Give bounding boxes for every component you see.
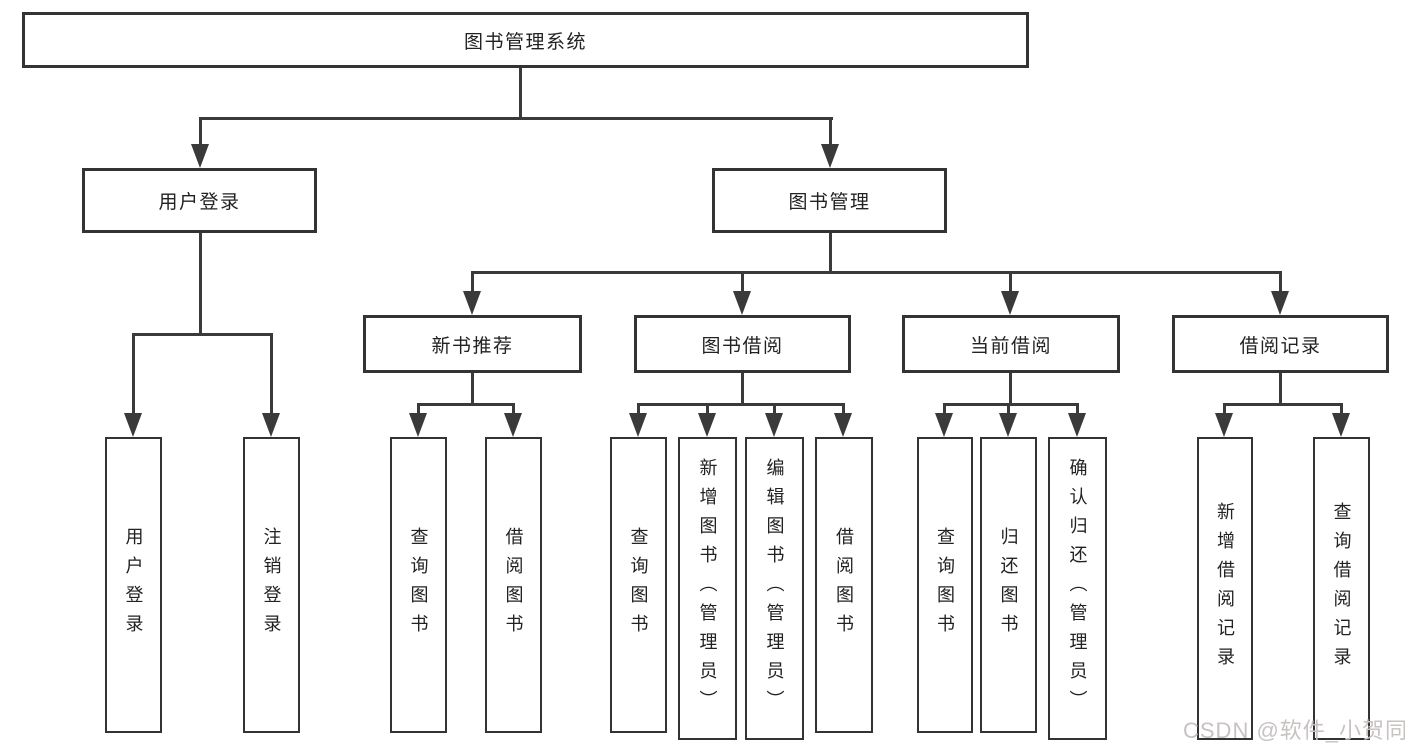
connector-drop: [417, 403, 420, 416]
leaf-label: 归还图书: [998, 527, 1019, 643]
leaf-label: 新增借阅记录: [1215, 501, 1235, 676]
leaf-borrowing-borrow-books: 借阅图书: [815, 437, 873, 733]
csdn-watermark: CSDN @软件_小贺同学: [1183, 718, 1405, 743]
connector-drop: [1007, 403, 1010, 416]
node-label: 新书推荐: [431, 335, 514, 357]
connector-drop: [1076, 403, 1079, 416]
connector-drop: [842, 403, 845, 416]
connector-drop: [512, 403, 515, 416]
leaf-logout-login: 注销登录: [243, 437, 300, 733]
leaf-borrowing-edit-books-admin: 编辑图书（管理员）: [745, 437, 804, 740]
leaf-records-query-borrow-record: 查询借阅记录: [1313, 437, 1370, 740]
node-root-library-system: 图书管理系统: [22, 12, 1029, 68]
arrowhead-down: [1332, 413, 1350, 437]
node-label: 借阅记录: [1239, 335, 1322, 357]
connector-drop: [706, 403, 709, 416]
arrowhead-down: [1068, 413, 1086, 437]
arrowhead-down: [935, 413, 953, 437]
connector-drop: [132, 333, 135, 416]
connector-drop: [943, 403, 946, 416]
connector-drop: [199, 117, 202, 147]
leaf-label: 查询图书: [408, 527, 429, 643]
connector-drop: [1279, 271, 1282, 294]
connector-newbook-stem: [471, 373, 474, 405]
arrowhead-down: [463, 291, 481, 315]
leaf-label: 用户登录: [123, 527, 144, 643]
connector-drop: [1340, 403, 1343, 416]
connector-borrowing-stem: [741, 373, 744, 405]
node-user-login: 用户登录: [82, 168, 317, 233]
connector-drop: [773, 403, 776, 416]
leaf-borrowing-add-books-admin: 新增图书（管理员）: [678, 437, 737, 740]
node-label: 图书管理: [788, 192, 871, 213]
leaf-label: 注销登录: [261, 527, 282, 643]
arrowhead-down: [124, 413, 142, 437]
arrowhead-down: [1271, 291, 1289, 315]
connector-drop: [741, 271, 744, 294]
connector-drop: [270, 333, 273, 416]
connector-records-stem: [1279, 373, 1282, 405]
arrowhead-down: [765, 413, 783, 437]
node-book-borrowing: 图书借阅: [634, 315, 851, 373]
leaf-borrowing-query-books: 查询图书: [610, 437, 667, 733]
arrowhead-down: [191, 144, 209, 168]
leaf-label: 新增图书（管理员）: [697, 458, 718, 719]
node-borrow-records: 借阅记录: [1172, 315, 1389, 373]
leaf-current-query-books: 查询图书: [917, 437, 973, 733]
arrowhead-down: [698, 413, 716, 437]
leaf-records-add-borrow-record: 新增借阅记录: [1197, 437, 1253, 740]
leaf-label: 查询借阅记录: [1331, 501, 1352, 676]
leaf-label: 借阅图书: [834, 527, 854, 643]
node-current-borrowing: 当前借阅: [902, 315, 1120, 373]
leaf-newbook-borrow-books: 借阅图书: [485, 437, 542, 733]
arrowhead-down: [1001, 291, 1019, 315]
connector-drop: [637, 403, 640, 416]
connector-level3-rail: [471, 271, 1282, 274]
leaf-label: 确认归还（管理员）: [1067, 458, 1088, 719]
arrowhead-down: [409, 413, 427, 437]
connector-drop: [471, 271, 474, 294]
leaf-user-login: 用户登录: [105, 437, 162, 733]
connector-current-rail: [943, 403, 1078, 406]
arrowhead-down: [1215, 413, 1233, 437]
leaf-label: 编辑图书（管理员）: [764, 458, 785, 719]
leaf-label: 查询图书: [935, 527, 955, 643]
node-book-management: 图书管理: [712, 168, 947, 233]
node-label: 用户登录: [158, 192, 241, 213]
leaf-current-return-books: 归还图书: [980, 437, 1037, 733]
arrowhead-down: [834, 413, 852, 437]
node-label: 当前借阅: [969, 335, 1052, 357]
arrowhead-down: [262, 413, 280, 437]
connector-userlogin-stem: [199, 233, 202, 336]
connector-drop: [1009, 271, 1012, 294]
connector-current-stem: [1009, 373, 1012, 405]
connector-drop: [1223, 403, 1226, 416]
connector-root-stem: [519, 68, 522, 119]
connector-drop: [829, 117, 832, 147]
connector-bookmgmt-stem: [829, 233, 832, 274]
connector-newbook-rail: [417, 403, 515, 406]
arrowhead-down: [733, 291, 751, 315]
node-label: 图书管理系统: [463, 31, 587, 53]
node-label: 图书借阅: [701, 335, 784, 357]
connector-borrowing-rail: [637, 403, 845, 406]
connector-userlogin-rail: [132, 333, 273, 336]
arrowhead-down: [821, 144, 839, 168]
leaf-label: 借阅图书: [503, 527, 524, 643]
leaf-label: 查询图书: [628, 527, 649, 643]
arrowhead-down: [999, 413, 1017, 437]
arrowhead-down: [504, 413, 522, 437]
arrowhead-down: [629, 413, 647, 437]
node-new-book-recommend: 新书推荐: [363, 315, 582, 373]
connector-level2-rail: [199, 117, 833, 120]
connector-records-rail: [1223, 403, 1342, 406]
leaf-current-confirm-return-admin: 确认归还（管理员）: [1048, 437, 1107, 740]
leaf-newbook-query-books: 查询图书: [390, 437, 447, 733]
